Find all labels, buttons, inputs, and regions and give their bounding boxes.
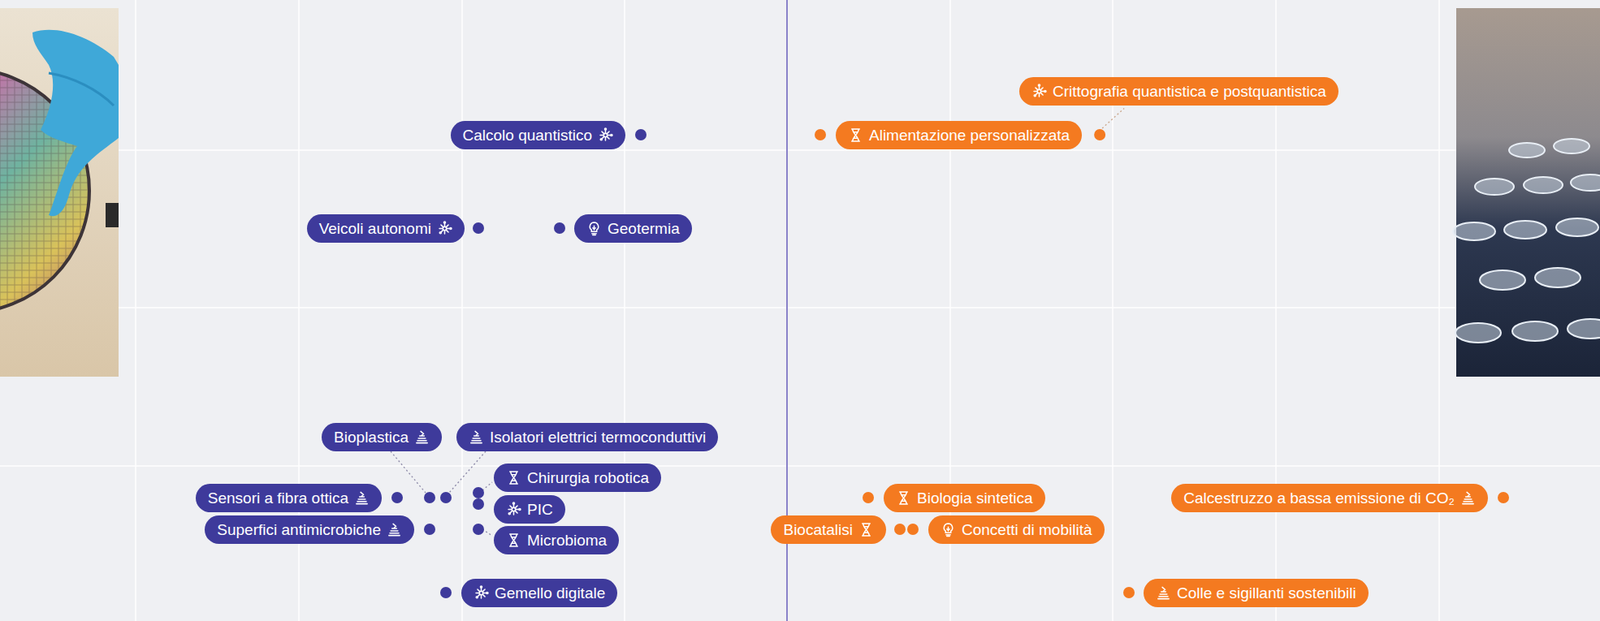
category-icon xyxy=(386,522,403,538)
category-icon xyxy=(354,490,370,506)
tech-pill: Veicoli autonomi xyxy=(307,214,465,243)
tech-pill: Alimentazione personalizzata xyxy=(835,121,1082,150)
marker-dot xyxy=(635,129,647,141)
category-icon xyxy=(1155,585,1172,602)
tech-pill: Sensori a fibra ottica xyxy=(195,484,382,513)
tech-label: Sensori a fibra ottica xyxy=(207,484,349,513)
category-icon xyxy=(940,522,956,538)
tech-label: Alimentazione personalizzata xyxy=(869,121,1070,150)
marker-dot xyxy=(862,492,874,504)
category-icon xyxy=(847,127,864,143)
tech-pill: Superfici antimicrobiche xyxy=(204,515,415,545)
tech-pill: Bioplastica xyxy=(321,423,442,452)
tech-pill: PIC xyxy=(493,495,566,524)
marker-dot xyxy=(1123,587,1135,599)
marker-dot xyxy=(1094,129,1106,141)
tech-label: Bioplastica xyxy=(333,423,409,452)
tech-label: Biocatalisi xyxy=(782,515,853,545)
tech-pill: Biocatalisi xyxy=(770,515,887,545)
category-icon xyxy=(414,429,430,446)
tech-label: Calcolo quantistico xyxy=(462,121,593,150)
tech-pill: Isolatori elettrici termoconduttivi xyxy=(456,423,718,452)
tech-pill: Gemello digitale xyxy=(461,579,618,608)
tech-label: Crittografia quantistica e postquantisti… xyxy=(1052,77,1327,106)
tech-label: Chirurgia robotica xyxy=(527,463,649,493)
leader-line xyxy=(1102,108,1125,130)
tech-label: Concetti di mobilità xyxy=(961,515,1093,545)
tech-pill: Geotermia xyxy=(574,214,692,243)
tech-label: Calcestruzzo a bassa emissione di CO₂ xyxy=(1183,484,1455,513)
wafer-photo xyxy=(0,8,119,377)
category-icon xyxy=(505,470,522,486)
category-icon xyxy=(1460,490,1476,506)
tech-pill: Crittografia quantistica e postquantisti… xyxy=(1019,77,1339,106)
category-icon xyxy=(473,585,489,602)
tech-label: Colle e sigillanti sostenibili xyxy=(1176,579,1357,608)
marker-dot xyxy=(1497,492,1510,504)
marker-dot xyxy=(472,222,485,234)
tech-label: Superfici antimicrobiche xyxy=(216,515,381,545)
category-icon xyxy=(895,490,912,506)
category-icon xyxy=(597,127,614,143)
vials-photo xyxy=(1452,8,1600,377)
tech-pill: Calcestruzzo a bassa emissione di CO₂ xyxy=(1171,484,1488,513)
tech-pill: Concetti di mobilità xyxy=(928,515,1105,545)
category-icon xyxy=(858,522,874,538)
tech-label: Geotermia xyxy=(607,214,680,243)
marker-dot xyxy=(440,587,452,599)
marker-dot xyxy=(894,523,906,536)
tech-label: Isolatori elettrici termoconduttivi xyxy=(489,423,706,452)
tech-label: Biologia sintetica xyxy=(916,484,1034,513)
marker-dot xyxy=(907,523,919,536)
tech-label: Gemello digitale xyxy=(494,579,606,608)
marker-dot xyxy=(814,129,826,141)
category-icon xyxy=(1031,83,1047,100)
tech-label: PIC xyxy=(527,495,554,524)
category-icon xyxy=(586,220,602,237)
tech-pill: Calcolo quantistico xyxy=(450,121,626,150)
category-icon xyxy=(436,220,453,237)
dynamic-dots xyxy=(440,108,1510,600)
tech-pill: Chirurgia robotica xyxy=(493,463,662,493)
category-icon xyxy=(505,532,522,549)
category-icon xyxy=(468,429,485,446)
marker-dot xyxy=(553,222,566,234)
tech-label: Microbioma xyxy=(527,526,607,555)
tech-pill: Biologia sintetica xyxy=(883,484,1046,513)
tech-label: Veicoli autonomi xyxy=(319,214,432,243)
tech-pill: Colle e sigillanti sostenibili xyxy=(1143,579,1369,608)
category-icon xyxy=(505,501,522,518)
tech-pill: Microbioma xyxy=(493,526,619,555)
